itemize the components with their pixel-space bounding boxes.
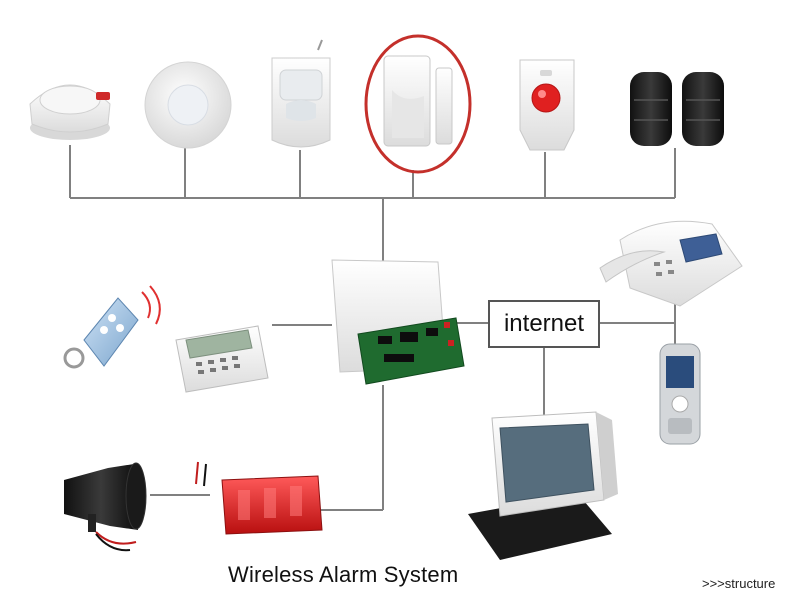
mobile-phone-icon bbox=[659, 343, 701, 445]
connection-lines bbox=[69, 145, 676, 511]
strobe-siren-icon bbox=[195, 461, 323, 535]
lcd-keypad-icon bbox=[175, 325, 269, 393]
remote-control-keyfob-icon bbox=[63, 285, 161, 369]
pir-motion-detector-icon bbox=[271, 39, 331, 148]
internet-hub-label: internet bbox=[488, 300, 600, 348]
infrared-beam-detector-icon bbox=[630, 72, 724, 146]
alarm-control-panel-icon bbox=[331, 259, 465, 385]
ceiling-pir-sensor-icon bbox=[144, 61, 232, 149]
desk-telephone-icon bbox=[599, 220, 743, 307]
structure-link[interactable]: >>>structure bbox=[702, 576, 776, 591]
panic-button-icon bbox=[519, 59, 575, 151]
door-magnetic-contact-icon bbox=[364, 34, 472, 174]
computer-monitor-icon bbox=[468, 411, 618, 560]
diagram-caption: Wireless Alarm System bbox=[228, 562, 459, 587]
siren-speaker-icon bbox=[64, 462, 147, 552]
smoke-detector-icon bbox=[29, 84, 111, 140]
